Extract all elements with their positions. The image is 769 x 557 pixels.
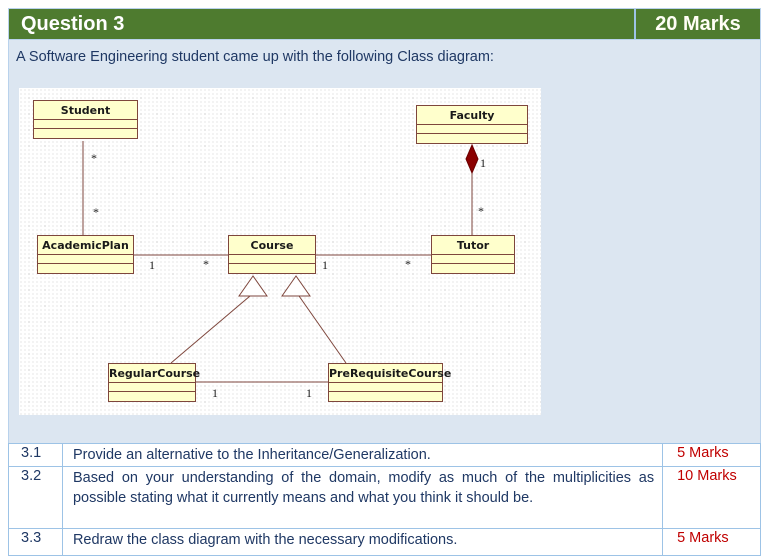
class-box-regularcourse: RegularCourse (108, 363, 200, 402)
class-name-regularcourse: RegularCourse (109, 364, 200, 383)
question-title: Question 3 (21, 13, 125, 35)
attributes-compartment (38, 255, 133, 264)
attributes-compartment (109, 383, 195, 392)
attributes-compartment (329, 383, 442, 392)
question-number: 3.2 (8, 466, 63, 529)
composition-diamond-icon (465, 143, 479, 175)
question-row-3-2: 3.2 Based on your understanding of the d… (8, 466, 761, 529)
question-number: 3.3 (8, 528, 63, 556)
multiplicity-label: 1 (212, 386, 218, 400)
question-text: Redraw the class diagram with the necess… (61, 528, 664, 556)
class-name-tutor: Tutor (432, 236, 514, 255)
question-marks: 5 Marks (662, 528, 761, 556)
class-name-faculty: Faculty (417, 106, 527, 125)
multiplicity-label: 1 (480, 156, 486, 170)
multiplicity-label: * (91, 151, 97, 165)
operations-compartment (109, 392, 195, 401)
class-name-course: Course (229, 236, 315, 255)
multiplicity-label: * (478, 204, 484, 218)
total-marks-badge: 20 Marks (634, 9, 760, 39)
operations-compartment (432, 264, 514, 273)
class-box-academicplan: AcademicPlan (37, 235, 134, 274)
multiplicity-label: * (203, 257, 209, 271)
operations-compartment (229, 264, 315, 273)
operations-compartment (329, 392, 442, 401)
generalization-arrow-right-icon (281, 275, 311, 297)
question-number: 3.1 (8, 443, 63, 467)
question-marks: 5 Marks (662, 443, 761, 467)
class-name-student: Student (34, 101, 137, 120)
question-header: Question 3 20 Marks (8, 8, 761, 40)
prerequisitecourse-generalization-line (298, 295, 347, 364)
multiplicity-label: 1 (306, 386, 312, 400)
class-box-course: Course (228, 235, 316, 274)
operations-compartment (38, 264, 133, 273)
regularcourse-generalization-line (170, 295, 251, 364)
uml-class-diagram: Student Faculty AcademicPlan Course (19, 88, 541, 415)
diagram-connectors (82, 141, 479, 383)
class-box-prerequisitecourse: PreRequisiteCourse (328, 363, 451, 402)
operations-compartment (34, 129, 137, 138)
multiplicity-label: 1 (322, 258, 328, 272)
question-marks: 10 Marks (662, 466, 761, 529)
attributes-compartment (417, 125, 527, 134)
question-row-3-1: 3.1 Provide an alternative to the Inheri… (8, 443, 761, 467)
attributes-compartment (229, 255, 315, 264)
questions-table: 3.1 Provide an alternative to the Inheri… (8, 443, 761, 556)
multiplicity-label: 1 (149, 258, 155, 272)
class-name-academicplan: AcademicPlan (38, 236, 133, 255)
multiplicity-label: * (93, 205, 99, 219)
generalization-arrow-left-icon (238, 275, 268, 297)
class-box-student: Student (33, 100, 138, 139)
intro-text: A Software Engineering student came up w… (16, 49, 494, 65)
attributes-compartment (432, 255, 514, 264)
question-text: Provide an alternative to the Inheritanc… (61, 443, 664, 467)
question-row-3-3: 3.3 Redraw the class diagram with the ne… (8, 528, 761, 556)
class-box-tutor: Tutor (431, 235, 515, 274)
attributes-compartment (34, 120, 137, 129)
question-text: Based on your understanding of the domai… (61, 466, 664, 529)
class-box-faculty: Faculty (416, 105, 528, 144)
class-name-prerequisitecourse: PreRequisiteCourse (329, 364, 451, 383)
operations-compartment (417, 134, 527, 143)
question-body: A Software Engineering student came up w… (8, 40, 761, 443)
multiplicity-label: * (405, 257, 411, 271)
